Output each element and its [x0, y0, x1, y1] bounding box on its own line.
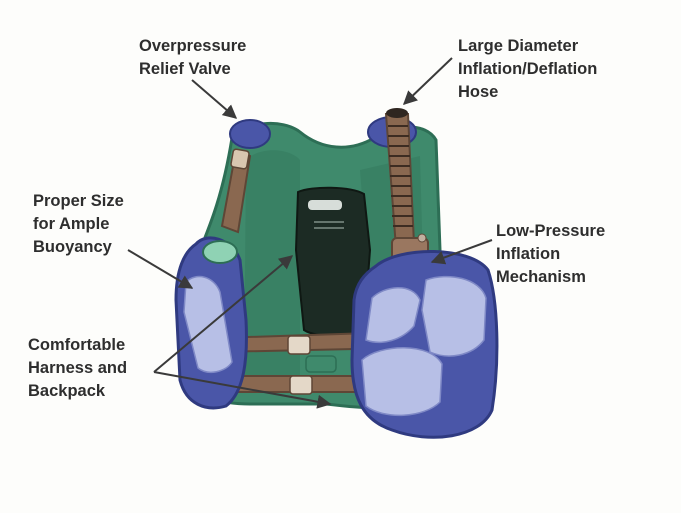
label-inflation-hose: Large Diameter Inflation/Deflation Hose	[458, 35, 597, 104]
label-line: Relief Valve	[139, 60, 231, 78]
label-lp-inflator: Low-Pressure Inflation Mechanism	[496, 220, 605, 289]
label-line: Inflation	[496, 245, 561, 263]
label-line: Large Diameter	[458, 37, 579, 55]
label-harness: Comfortable Harness and Backpack	[28, 334, 127, 403]
arrow-lp-inflator	[430, 239, 493, 265]
harness-buckle	[287, 335, 311, 355]
label-line: Harness and	[28, 359, 128, 377]
vest-shading	[244, 150, 300, 386]
arrow-inflation-hose	[402, 57, 453, 105]
bladder-cap	[202, 240, 238, 264]
label-line: Mechanism	[496, 268, 586, 286]
label-line: for Ample	[33, 215, 110, 233]
label-line: Proper Size	[33, 192, 124, 210]
right-bladder-panel	[421, 275, 487, 357]
label-line: Overpressure	[139, 37, 247, 55]
hose-cap	[386, 108, 408, 118]
overpressure-valve-icon	[229, 119, 271, 149]
backpack-handle	[308, 200, 342, 210]
label-line: Inflation/Deflation	[458, 60, 598, 78]
hose-ribs	[388, 125, 413, 227]
arrow-buoyancy	[127, 249, 194, 289]
strap-buckle	[230, 148, 250, 170]
label-buoyancy: Proper Size for Ample Buoyancy	[33, 190, 124, 259]
label-line: Comfortable	[28, 336, 126, 354]
arrow-harness-a	[153, 255, 294, 373]
inflator-button	[417, 233, 427, 243]
right-bladder-panel	[365, 287, 421, 344]
harness-buckle	[289, 375, 313, 395]
label-line: Hose	[458, 83, 499, 101]
arrow-overpressure-valve	[191, 79, 238, 119]
label-overpressure-valve: Overpressure Relief Valve	[139, 35, 246, 81]
label-line: Backpack	[28, 382, 106, 400]
label-line: Low-Pressure	[496, 222, 606, 240]
arrow-harness-b	[153, 371, 332, 409]
label-line: Buoyancy	[33, 238, 112, 256]
right-bladder-panel	[361, 347, 443, 416]
harness-pad	[305, 355, 337, 373]
left-bladder-panel	[183, 275, 233, 374]
